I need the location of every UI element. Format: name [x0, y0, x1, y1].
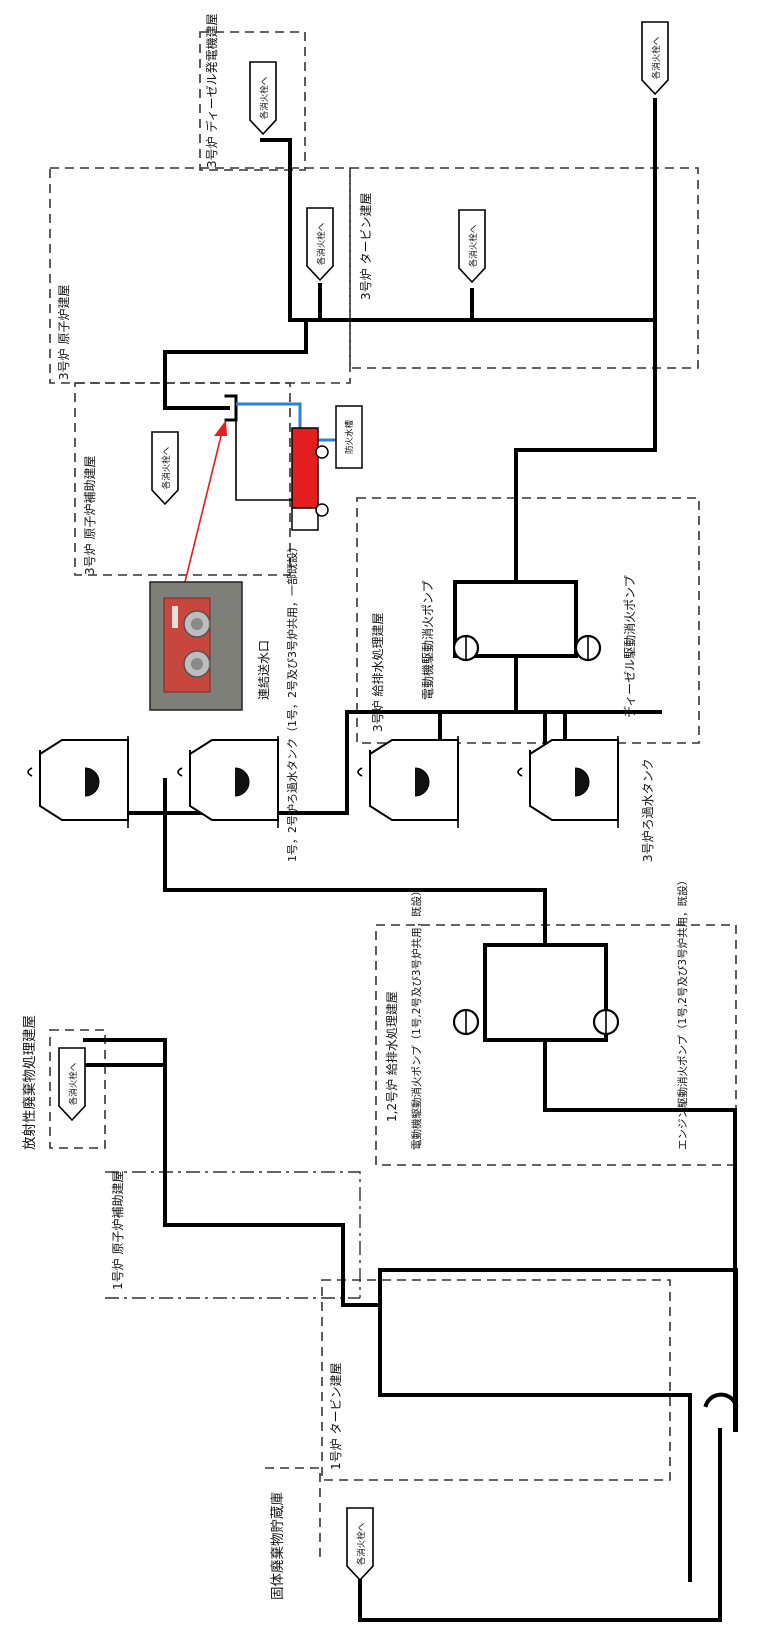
u12-motor-pump-label: 電動機駆動消火ポンプ（1号,2号及び3号炉共用，既設）: [410, 885, 423, 1150]
u12-filtered-tank-label: 1号，2号炉ろ過水タンク（1号，2号及び3号炉共用，一部既設）: [285, 541, 299, 862]
pump-symbol: [592, 1008, 620, 1036]
u3-water-treatment-label: 3号炉 給排水処理建屋: [371, 613, 385, 732]
svg-text:各消火栓へ: 各消火栓へ: [651, 36, 662, 79]
truck-hose: [235, 406, 292, 501]
svg-text:各消火栓へ: 各消火栓へ: [161, 446, 172, 489]
engine-pump-label: エンジン駆動消火ポンプ（1号,2号及び3号炉共用，既設）: [676, 875, 689, 1150]
svg-text:各消火栓へ: 各消火栓へ: [259, 76, 270, 119]
pump-symbol: [452, 634, 480, 662]
hydrant-box: 各消火栓へ: [58, 1047, 86, 1122]
u1-turbine-building-label: 1号炉 タービン建屋: [329, 1363, 343, 1470]
u3-water-treatment-boundary: [356, 497, 700, 744]
u3-dg-building-boundary: [199, 31, 306, 171]
filtered-water-tank: [517, 736, 619, 828]
u3-filtered-tank-label: 3号炉ろ過水タンク: [641, 758, 655, 862]
fire-main-piping: [70, 98, 738, 1622]
svg-text:各消火栓へ: 各消火栓へ: [356, 1522, 367, 1565]
radwaste-building-label: 放射性廃棄物処理建屋: [21, 1015, 38, 1150]
connection-port-photo: [149, 581, 243, 711]
u3-turbine-building-label: 3号炉 タービン建屋: [359, 193, 373, 300]
solid-waste-storage-label: 固体廃棄物貯蔵庫: [269, 1492, 286, 1600]
hydrant-box: 各消火栓へ: [346, 1507, 374, 1582]
svg-text:防火水槽: 防火水槽: [344, 420, 355, 455]
hydrant-box: 各消火栓へ: [641, 21, 669, 96]
fire-water-tank: 防火水槽: [335, 405, 363, 469]
u12-water-treatment-boundary: [375, 924, 737, 1166]
connection-port-label: 連結送水口: [256, 640, 271, 700]
pipe-crossover: [703, 1392, 739, 1408]
u3-diesel-pump-label: ディーゼル駆動消火ポンプ: [622, 575, 637, 718]
filtered-water-tank: [27, 736, 129, 828]
hydrant-box: 各消火栓へ: [151, 431, 179, 506]
svg-text:各消火栓へ: 各消火栓へ: [468, 224, 479, 267]
filtered-water-tank: [177, 736, 279, 828]
u3-motor-pump-label: 電動機駆動消火ポンプ: [420, 580, 435, 700]
hydrant-box: 各消火栓へ: [306, 207, 334, 282]
svg-text:各消火栓へ: 各消火栓へ: [68, 1062, 79, 1105]
u3-dg-building-label: 3号炉 ディーゼル発電機建屋: [204, 13, 219, 168]
u3-aux-building-label: 3号炉 原子炉補助建屋: [83, 456, 97, 575]
svg-text:各消火栓へ: 各消火栓へ: [316, 222, 327, 265]
connection-port-arrow: [184, 431, 223, 583]
u3-reactor-building-label: 3号炉 原子炉建屋: [57, 285, 71, 380]
u12-water-treatment-label: 1,2号炉 給排水処理建屋: [385, 991, 399, 1122]
pump-symbol: [452, 1008, 480, 1036]
filtered-water-tank: [357, 736, 459, 828]
hydrant-box: 各消火栓へ: [249, 61, 277, 136]
water-supply-line: [236, 402, 350, 442]
solid-waste-storage-boundary: [265, 1467, 321, 1560]
pump-symbol: [574, 634, 602, 662]
u3-turbine-building-boundary: [349, 167, 699, 369]
hydrant-box: 各消火栓へ: [458, 209, 486, 284]
u1-aux-building-boundary: [105, 1171, 361, 1299]
radwaste-building-boundary: [49, 1029, 106, 1149]
fire-truck: [291, 427, 329, 531]
u3-aux-building-boundary: [74, 382, 291, 576]
arrow-head: [214, 420, 227, 436]
u1-aux-building-label: 1号炉 原子炉補助建屋: [111, 1171, 125, 1290]
u1-turbine-building-boundary: [321, 1279, 671, 1481]
